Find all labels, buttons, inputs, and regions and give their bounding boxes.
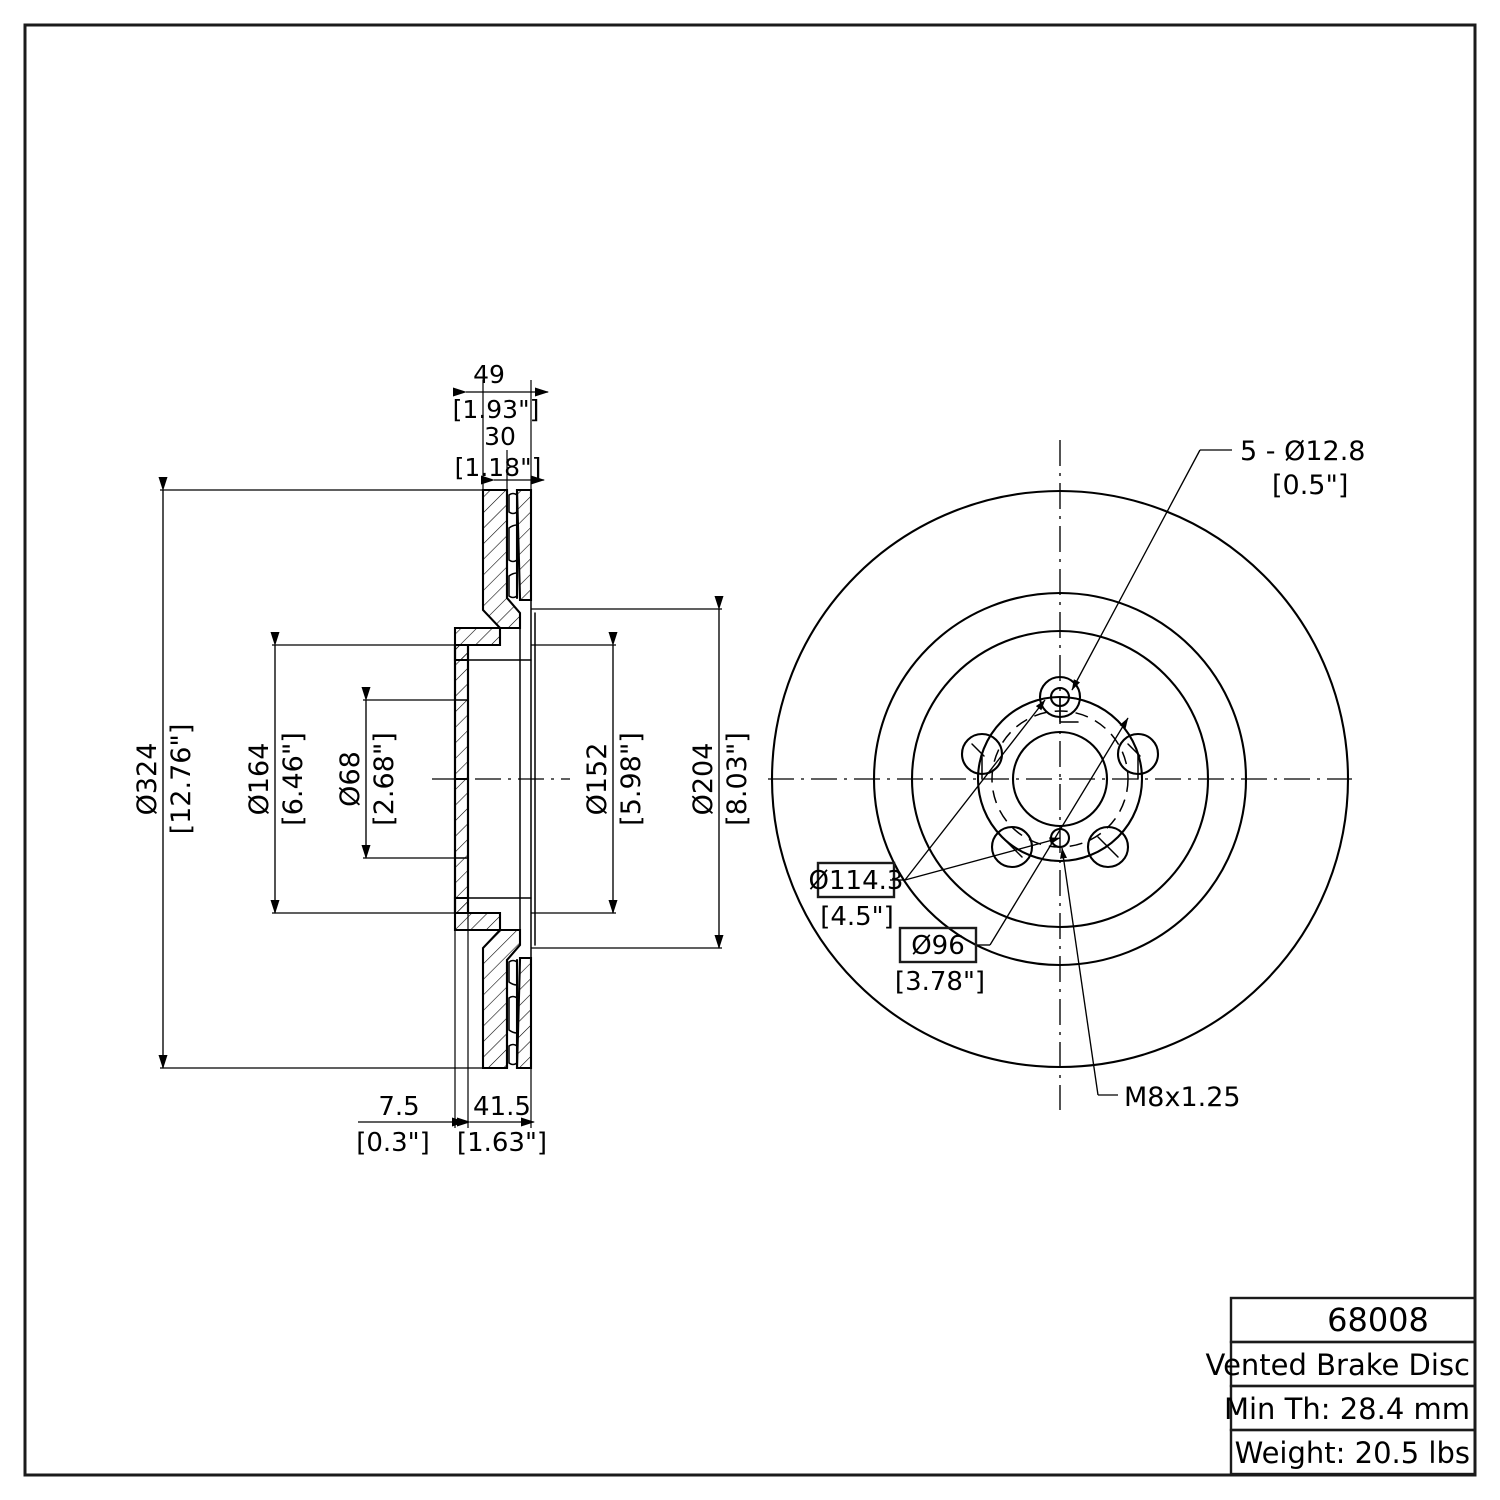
- dim-outer-diameter: Ø324 [12.76"]: [132, 477, 483, 1069]
- dim-hat-depth-inch: [0.3"]: [356, 1128, 430, 1158]
- upper-outer-wall: [481, 488, 522, 630]
- hat-cyl-lower: [453, 777, 470, 915]
- dim-rotor-width: 30 [1.18"]: [455, 422, 545, 492]
- sheet-border: [23, 23, 1477, 1477]
- dim-outer-diameter-inch: [12.76"]: [166, 724, 197, 835]
- dim-hat-depth: 7.5 [0.3"]: [356, 913, 469, 1158]
- rotor-outer-circle: [770, 489, 1350, 1069]
- title-block-row-weight: [1229, 1428, 1477, 1476]
- dim-center-bore-mm: Ø68: [335, 751, 366, 807]
- center-bore-circle: [1011, 730, 1109, 828]
- dim-friction-inner-mm: Ø204: [688, 743, 719, 816]
- title-block: 68008 Vented Brake Disc Min Th: 28.4 mm …: [1206, 1296, 1477, 1476]
- callout-lug-holes-mm: 5 - Ø12.8: [1240, 436, 1365, 467]
- leader-bolt-circle: Ø114.3 [4.5"]: [809, 699, 1061, 932]
- dim-offset-inch: [1.63"]: [457, 1128, 547, 1158]
- title-block-part-number: 68008: [1327, 1301, 1429, 1339]
- dim-offset: 41.5 [1.63"]: [457, 1068, 547, 1158]
- dim-friction-inner-diameter: Ø204 [8.03"]: [531, 596, 753, 949]
- callout-lug-holes-inch: [0.5"]: [1272, 470, 1348, 501]
- title-block-description: Vented Brake Disc: [1206, 1348, 1471, 1382]
- dim-overall-width-mm: 49: [473, 360, 505, 389]
- lower-outer-wall: [481, 928, 522, 1070]
- dim-inner-diameter: Ø152 [5.98"]: [531, 632, 647, 914]
- friction-inner-circle: [872, 591, 1248, 967]
- leader-pilot-circle: Ø96 [3.78"]: [895, 717, 1129, 997]
- section-view: 49 [1.93"] 30 [1.18"] Ø324 [12.76"] Ø164…: [132, 360, 753, 1158]
- dim-offset-mm: 41.5: [473, 1092, 531, 1122]
- section-internal-lines: [453, 599, 536, 959]
- dim-friction-inner-inch: [8.03"]: [722, 732, 753, 826]
- dim-outer-diameter-mm: Ø324: [132, 743, 163, 816]
- m8-hole: [1049, 686, 1071, 708]
- dim-rotor-width-inch: [1.18"]: [455, 453, 542, 482]
- hat-outer-circle: [910, 629, 1210, 929]
- vent-ribs-lower: [505, 958, 519, 1070]
- dim-inner-diameter-mm: Ø152: [582, 743, 613, 816]
- leader-m8-thread: M8x1.25: [1060, 847, 1241, 1113]
- lug-hole: [990, 825, 1034, 869]
- upper-inner-wall: [515, 488, 533, 602]
- dim-rotor-width-mm: 30: [484, 422, 516, 451]
- dim-center-bore: Ø68 [2.68"]: [335, 687, 455, 859]
- callout-bolt-circle-box: [816, 861, 896, 899]
- callout-pilot-circle-mm: Ø96: [911, 931, 965, 961]
- dim-overall-width-inch: [1.93"]: [453, 395, 540, 424]
- lower-inner-wall: [515, 956, 533, 1070]
- vent-ribs-upper: [505, 488, 519, 600]
- dim-center-bore-inch: [2.68"]: [369, 732, 400, 826]
- callout-bolt-circle-inch: [4.5"]: [820, 902, 894, 932]
- callout-pilot-circle-box: [898, 926, 978, 964]
- hat-cyl-upper: [453, 643, 470, 781]
- lug-holes-group: [960, 675, 1160, 869]
- dim-overall-width: 49 [1.93"]: [453, 360, 549, 492]
- callout-m8-thread: M8x1.25: [1124, 1082, 1241, 1113]
- callout-pilot-circle-inch: [3.78"]: [895, 967, 985, 997]
- dim-hat-outer-diameter: Ø164 [6.46"]: [244, 632, 455, 914]
- leader-lug-holes: 5 - Ø12.8 [0.5"]: [1071, 436, 1365, 691]
- lug-hole: [1086, 825, 1130, 869]
- dim-hat-outer-mm: Ø164: [244, 743, 275, 816]
- title-block-weight: Weight: 20.5 lbs: [1235, 1436, 1470, 1470]
- dim-hat-depth-mm: 7.5: [378, 1092, 419, 1122]
- dim-inner-diameter-inch: [5.98"]: [616, 732, 647, 826]
- face-view: 5 - Ø12.8 [0.5"] Ø114.3 [4.5"] Ø96 [3.78…: [768, 436, 1365, 1113]
- callout-bolt-circle-mm: Ø114.3: [809, 866, 904, 896]
- title-block-min-thickness: Min Th: 28.4 mm: [1224, 1392, 1470, 1426]
- dim-hat-outer-inch: [6.46"]: [278, 732, 309, 826]
